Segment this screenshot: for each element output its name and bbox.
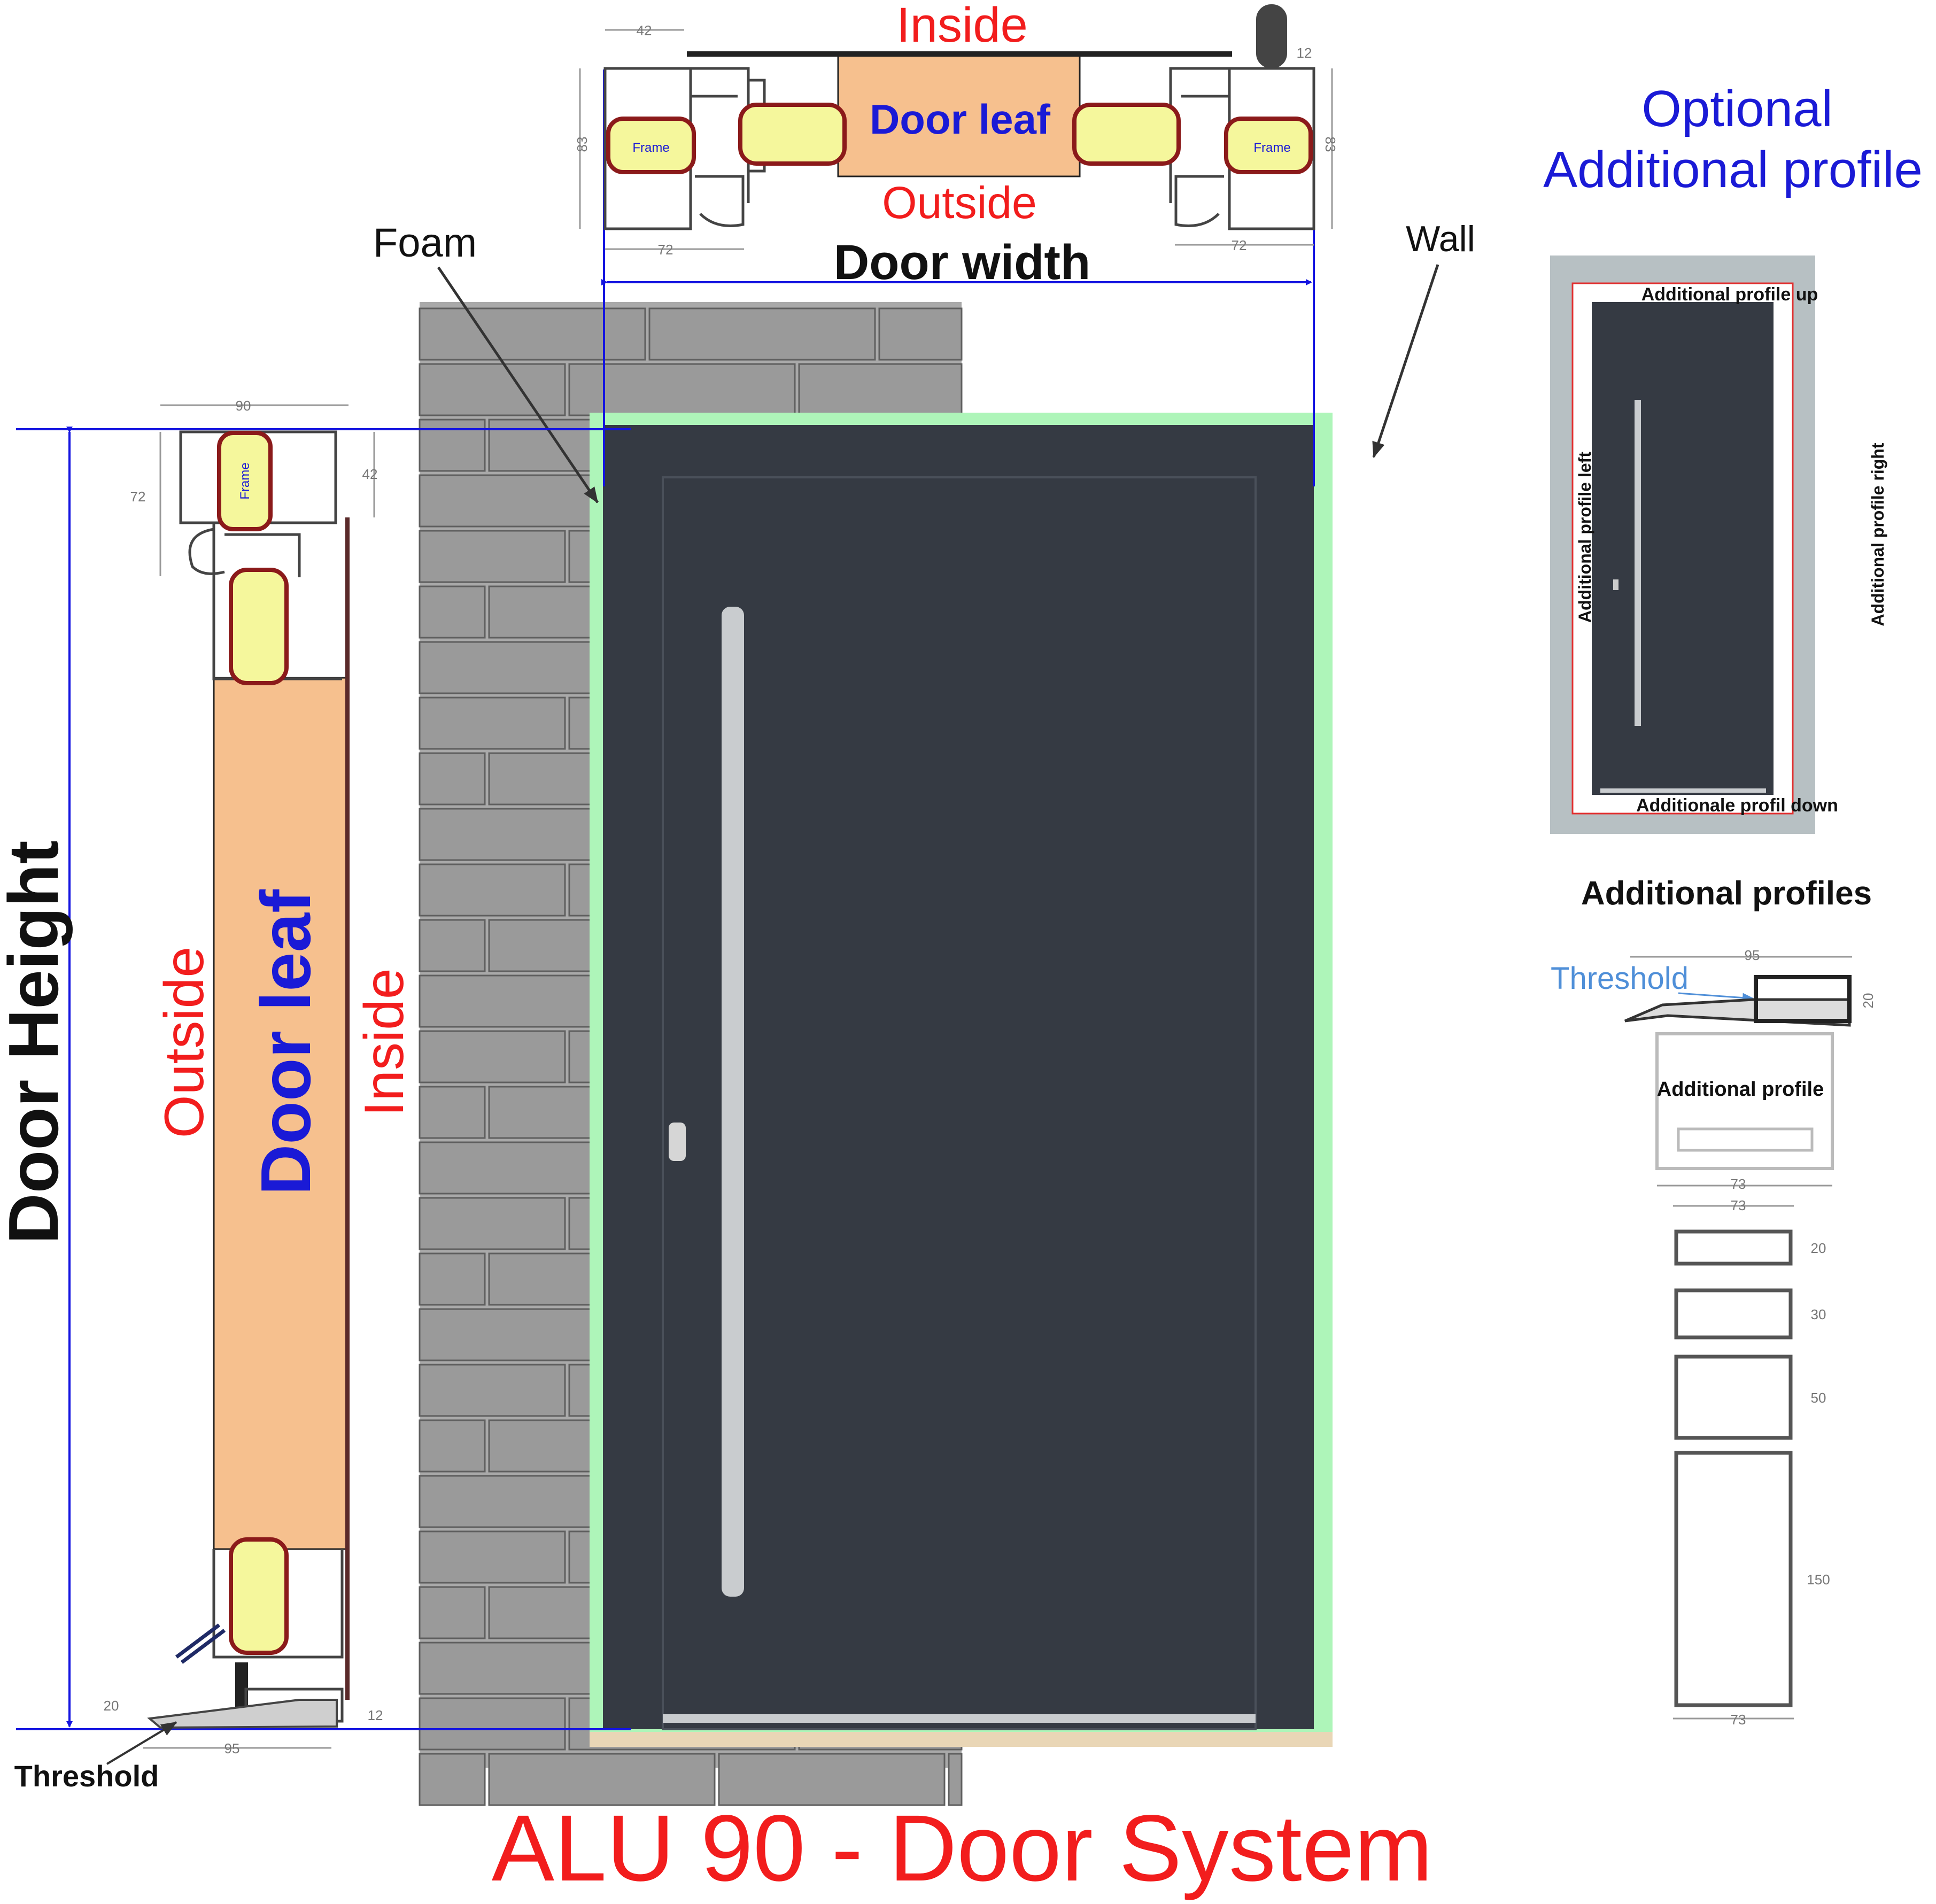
door-bottom-strip: [663, 1714, 1256, 1723]
optional-profile-panel: Optional Additional profile Additional p…: [1543, 80, 1923, 834]
optional-title-line2: Additional profile: [1543, 141, 1923, 198]
profile-box: [1674, 1355, 1793, 1440]
side-door-leaf: [213, 677, 349, 1550]
profile-size-label: 150: [1807, 1572, 1830, 1588]
threshold-dim-20: 20: [1860, 993, 1876, 1009]
brick: [419, 863, 566, 917]
side-inside-label: Inside: [353, 968, 415, 1117]
top-left-frame-label: Frame: [632, 141, 669, 155]
brick: [798, 363, 963, 416]
top-dim-12: 12: [1297, 45, 1312, 61]
brick: [419, 1697, 566, 1751]
brick: [419, 1086, 486, 1139]
brick: [419, 696, 566, 750]
threshold-profile-label: Threshold: [1551, 961, 1689, 996]
page-title: ALU 90 - Door System: [492, 1796, 1433, 1901]
brick: [419, 1586, 486, 1639]
additional-profile-label: Additional profile: [1657, 1078, 1824, 1101]
side-dim-90: 90: [236, 398, 251, 414]
brick: [419, 1252, 486, 1306]
side-dim-95: 95: [224, 1740, 240, 1756]
brick: [419, 752, 486, 806]
side-section: Door Height Outside Door leaf Inside Fra…: [0, 398, 631, 1793]
top-dim-83-right: 83: [1322, 137, 1338, 152]
top-outside-label: Outside: [882, 177, 1037, 228]
wall-label: Wall: [1406, 219, 1475, 259]
brick: [419, 1530, 566, 1584]
door-lock: [669, 1123, 686, 1161]
side-door-leaf-label: Door leaf: [246, 889, 325, 1195]
side-dim-20: 20: [104, 1698, 119, 1714]
profile-size-label: 30: [1811, 1306, 1826, 1322]
side-threshold: [147, 1699, 338, 1729]
threshold-arrow: [106, 1721, 177, 1765]
profile-box: [1674, 1229, 1793, 1266]
profile-dim-73-c: 73: [1731, 1712, 1746, 1728]
brick: [419, 307, 646, 361]
top-right-frame-label: Frame: [1253, 141, 1290, 155]
brick: [419, 1419, 486, 1473]
brick: [718, 1753, 946, 1806]
profile-box: [1674, 1288, 1793, 1340]
top-door-leaf-label: Door leaf: [870, 96, 1051, 143]
door-handle: [722, 607, 744, 1597]
top-dim-42: 42: [637, 22, 652, 38]
profile-box: [1674, 1451, 1793, 1707]
threshold-label: Threshold: [14, 1759, 159, 1793]
top-left-frame: Frame: [603, 67, 847, 230]
top-section-plan: Inside Door leaf Frame Frame Outside: [574, 0, 1338, 258]
top-dim-72-right: 72: [1232, 237, 1247, 253]
top-dim-72-left: 72: [658, 242, 673, 258]
side-outside-label: Outside: [153, 947, 215, 1138]
brick: [419, 1197, 566, 1250]
brick: [648, 307, 876, 361]
threshold-dim-95: 95: [1745, 947, 1760, 963]
brick: [948, 1753, 963, 1806]
side-frame-label: Frame: [238, 462, 252, 499]
top-inside-label: Inside: [896, 0, 1028, 52]
side-dim-12: 12: [368, 1707, 383, 1723]
brick: [419, 419, 486, 472]
brick: [419, 363, 566, 416]
profile-left-label: Additional profile left: [1575, 452, 1594, 623]
brick: [488, 1753, 716, 1806]
door-height-label: Door Height: [0, 840, 73, 1244]
wall-arrow: [1372, 264, 1439, 458]
brick: [419, 1753, 486, 1806]
foam-label: Foam: [373, 220, 477, 266]
top-dim-83-left: 83: [574, 137, 590, 152]
profile-dim-73-a: 73: [1731, 1176, 1746, 1192]
side-top-frame: Frame: [179, 430, 342, 685]
profile-down-label: Additionale profil down: [1636, 795, 1838, 816]
top-door-leaf: [837, 51, 1081, 177]
seal-roll: [1256, 4, 1287, 68]
door-width-label: Door width: [834, 235, 1090, 290]
profile-dim-73-b: 73: [1731, 1197, 1746, 1213]
brick: [878, 307, 963, 361]
profile-size-label: 20: [1811, 1240, 1826, 1256]
side-dim-72: 72: [130, 489, 146, 505]
side-bottom-frame: [147, 1537, 344, 1729]
foam-arrow: [437, 266, 599, 504]
brick: [419, 1364, 566, 1417]
profile-size-label: 50: [1811, 1390, 1826, 1406]
additional-profiles-panel: Additional profiles Threshold 95 20 Addi…: [1551, 875, 1876, 1728]
brick: [419, 585, 486, 639]
brick: [419, 919, 486, 972]
profile-up-label: Additional profile up: [1641, 284, 1818, 305]
profile-right-label: Additional profile right: [1868, 443, 1887, 626]
top-right-frame: Frame: [1072, 4, 1315, 230]
door-leaf-front: [603, 425, 1314, 1730]
brick: [419, 1030, 566, 1083]
brick: [419, 530, 566, 583]
additional-profiles-heading: Additional profiles: [1581, 875, 1872, 912]
side-dim-42: 42: [362, 466, 378, 482]
optional-title-line1: Optional: [1641, 80, 1833, 137]
